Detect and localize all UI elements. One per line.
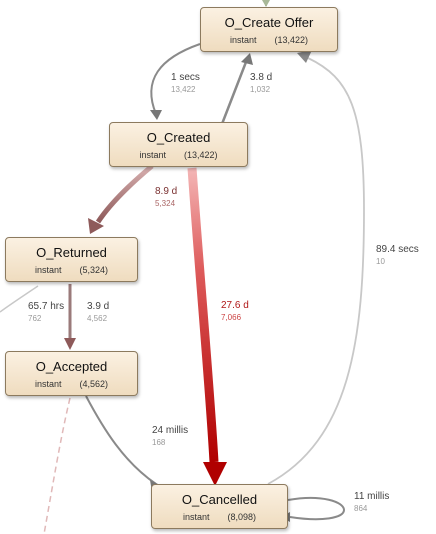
- edge-created-to-offer-arrowhead: [241, 53, 253, 65]
- node-stats: instant (13,422): [110, 150, 247, 160]
- node-stats: instant (4,562): [6, 379, 137, 389]
- edge-frequency: 13,422: [171, 85, 196, 94]
- node-count: (5,324): [79, 265, 109, 275]
- node-o-create-offer[interactable]: O_Create Offer instant (13,422): [200, 7, 338, 52]
- edge-frequency: 168: [152, 438, 166, 447]
- node-stats: instant (5,324): [6, 265, 137, 275]
- edge-frequency: 7,066: [221, 313, 242, 322]
- edge-frequency: 1,032: [250, 85, 271, 94]
- edge-offer-up-stub-head: [262, 0, 270, 7]
- edge-created-to-returned: [95, 164, 154, 224]
- node-stats: instant (13,422): [201, 35, 337, 45]
- edge-accepted-dashed-out: [43, 397, 71, 534]
- edge-label-cancelled-to-offer: 89.4 secs 10: [376, 245, 419, 266]
- edge-returned-to-accepted-arrowhead: [64, 338, 76, 350]
- node-kind: instant: [139, 150, 166, 160]
- edge-offer-to-created-arrowhead: [150, 110, 162, 120]
- edge-created-to-cancelled: [187, 167, 219, 463]
- edge-created-to-offer: [220, 61, 248, 125]
- edge-label-cancelled-self: 11 millis 864: [354, 492, 389, 513]
- edge-duration: 3.9 d: [87, 301, 110, 312]
- edge-returned-in: [0, 285, 39, 313]
- edge-label-returned-in: 65.7 hrs 762: [28, 302, 64, 323]
- edge-frequency: 864: [354, 504, 368, 513]
- edge-accepted-to-cancelled: [85, 395, 157, 485]
- edge-created-to-cancelled-arrowhead: [203, 462, 227, 486]
- node-title: O_Created: [146, 130, 211, 145]
- node-kind: instant: [34, 379, 62, 389]
- edge-label-created-to-cancelled: 27.6 d 7,066: [221, 301, 249, 322]
- edge-duration: 24 millis: [152, 425, 189, 436]
- edge-frequency: 5,324: [155, 199, 176, 208]
- node-o-created[interactable]: O_Created instant (13,422): [109, 122, 248, 167]
- edge-label-created-to-offer: 3.8 d 1,032: [250, 73, 272, 94]
- edge-frequency: 4,562: [87, 314, 108, 323]
- edge-cancelled-to-offer-arrowhead: [297, 50, 312, 63]
- node-count: (4,562): [79, 379, 109, 389]
- node-o-returned[interactable]: O_Returned instant (5,324): [5, 237, 138, 282]
- edge-created-to-returned-arrowhead: [88, 218, 104, 234]
- node-count: (13,422): [184, 150, 218, 160]
- node-title: O_Create Offer: [224, 15, 314, 30]
- node-count: (13,422): [274, 35, 309, 45]
- edge-offer-to-created: [150, 43, 201, 115]
- edge-label-returned-to-accepted: 3.9 d 4,562: [87, 302, 109, 323]
- node-stats: instant (8,098): [152, 512, 287, 522]
- edge-cancelled-self-loop: [287, 496, 346, 521]
- edge-duration: 65.7 hrs: [28, 301, 65, 312]
- node-count: (8,098): [227, 512, 257, 522]
- node-kind: instant: [34, 265, 62, 275]
- edge-label-offer-to-created: 1 secs 13,422: [171, 73, 200, 94]
- edge-label-accepted-to-cancelled: 24 millis 168: [152, 426, 188, 447]
- edge-duration: 89.4 secs: [376, 244, 419, 255]
- edge-label-created-to-returned: 8.9 d 5,324: [155, 187, 177, 208]
- node-kind: instant: [229, 35, 257, 45]
- node-title: O_Accepted: [35, 359, 108, 374]
- edge-frequency: 762: [28, 314, 42, 323]
- edge-duration: 3.8 d: [250, 72, 273, 83]
- edge-frequency: 10: [376, 257, 385, 266]
- node-o-cancelled[interactable]: O_Cancelled instant (8,098): [151, 484, 288, 529]
- node-title: O_Returned: [36, 245, 107, 260]
- edge-duration: 1 secs: [171, 72, 200, 83]
- edge-duration: 11 millis: [354, 491, 390, 502]
- edge-duration: 27.6 d: [221, 300, 249, 311]
- edge-duration: 8.9 d: [155, 186, 178, 197]
- edge-cancelled-to-offer: [267, 57, 365, 485]
- node-o-accepted[interactable]: O_Accepted instant (4,562): [5, 351, 138, 396]
- node-title: O_Cancelled: [181, 492, 258, 507]
- node-kind: instant: [182, 512, 210, 522]
